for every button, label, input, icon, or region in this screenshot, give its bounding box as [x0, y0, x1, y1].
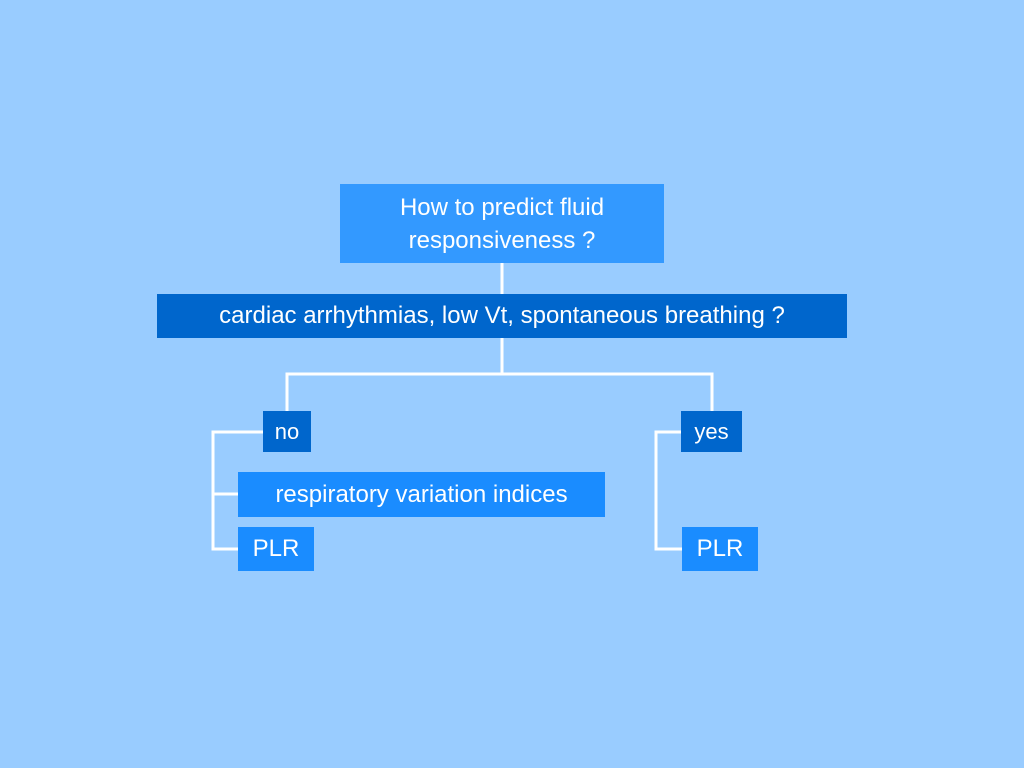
option-plr-no-text: PLR [252, 535, 300, 562]
connector-yes-bracket [654, 430, 684, 551]
answer-yes-text: yes [694, 418, 729, 444]
option-plr-yes-box: PLR [682, 527, 758, 571]
condition-question-text: cardiac arrhythmias, low Vt, spontaneous… [219, 302, 785, 329]
answer-no-text: no [274, 418, 300, 444]
option-respiratory-variation-text: respiratory variation indices [275, 480, 568, 508]
option-plr-yes-text: PLR [696, 535, 744, 562]
option-respiratory-variation-box: respiratory variation indices [238, 472, 605, 517]
connector-no-bracket [211, 430, 265, 551]
root-question-text: How to predict fluid responsiveness ? [399, 193, 605, 254]
answer-no-box: no [263, 411, 311, 452]
answer-yes-box: yes [681, 411, 742, 452]
root-question-box: How to predict fluid responsiveness ? [340, 184, 664, 263]
condition-question-box: cardiac arrhythmias, low Vt, spontaneous… [157, 294, 847, 338]
option-plr-no-box: PLR [238, 527, 314, 571]
